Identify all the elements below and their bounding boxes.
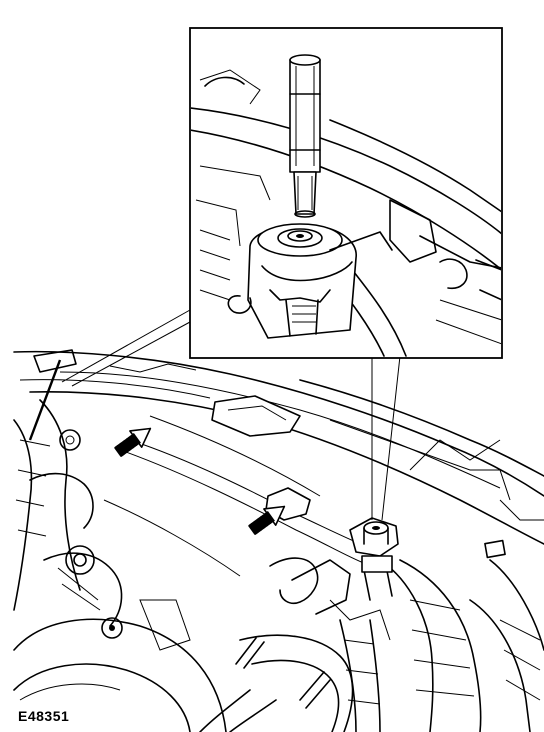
brake-booster-housing xyxy=(13,618,227,732)
fastener-bracket xyxy=(349,517,399,557)
wiring-harness xyxy=(129,439,371,549)
inset-leader-lines xyxy=(61,309,401,521)
coolant-hose-upper xyxy=(239,634,354,732)
inset-fastener-head xyxy=(257,223,343,257)
windscreen-base xyxy=(299,379,544,477)
right-strut-tower xyxy=(379,559,434,732)
coolant-hose-clamp xyxy=(235,637,331,709)
left-strut-tower xyxy=(13,419,33,611)
arrow-indicator-icon xyxy=(114,427,286,535)
inset-detail-frame xyxy=(189,27,503,359)
engine-bay-scene xyxy=(13,349,544,732)
panel-clip xyxy=(484,539,506,559)
cowl-panel-lower-edge xyxy=(29,390,544,545)
hose-lower xyxy=(199,689,277,732)
cowl-panel-outline xyxy=(13,350,544,497)
bonnet-strut xyxy=(28,359,62,441)
figure-code-label: E48351 xyxy=(18,708,70,724)
cowl-mount-bracket xyxy=(211,395,301,437)
socket-tool-icon xyxy=(289,54,321,218)
